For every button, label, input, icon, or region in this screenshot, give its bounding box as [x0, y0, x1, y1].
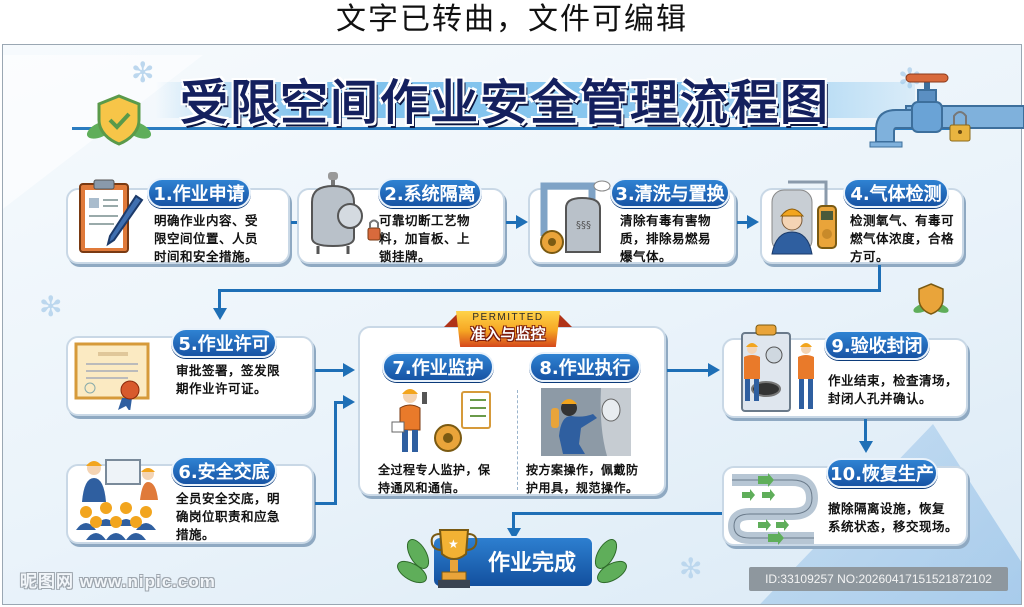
image-id-label: ID:33109257 NO:20260417151521872102 [749, 567, 1008, 591]
clipboard-pen-icon [79, 179, 144, 253]
arrow-2-3 [506, 221, 520, 224]
worker-respirator-icon [541, 388, 631, 456]
step-10-desc-line: 撤除隔离设施，恢复 [828, 501, 946, 516]
safety-badge-icon [913, 283, 949, 315]
step-5-desc-line: 期作业许可证。 [176, 381, 268, 396]
connector-4-5 [218, 289, 881, 292]
step-10-title: 10.恢复生产 [826, 458, 938, 488]
arrow-head [859, 441, 873, 453]
step-6-desc-line: 确岗位职责和应急 [176, 509, 281, 524]
step-4-desc-line: 燃气体浓度，合格 [850, 231, 955, 246]
step-9-title: 9.验收封闭 [824, 330, 930, 360]
step-7-desc-line: 持通风和通信。 [378, 481, 466, 495]
step-7-desc-line: 全过程专人监护，保 [378, 463, 491, 477]
svg-text:§§§: §§§ [576, 220, 591, 231]
manhole-inspection-icon [741, 324, 814, 412]
step-5-desc-line: 审批签署，签发限 [176, 363, 281, 378]
tank-padlock-icon [311, 172, 381, 254]
permitted-banner: PERMITTED 准入与监控 [456, 311, 560, 347]
step-3-desc-line: 清除有毒有害物 [620, 213, 712, 228]
connector-center-9 [667, 369, 711, 372]
step-2-desc-line: 锁挂牌。 [379, 249, 432, 264]
snowflake-icon: ✻ [131, 56, 155, 89]
arrow-head [213, 308, 227, 320]
step-6-desc-line: 全员安全交底，明 [176, 491, 281, 506]
step-10-desc-line: 系统状态，移交现场。 [828, 519, 959, 534]
step-9-desc-line: 作业结束，检查清场， [828, 373, 959, 388]
permitted-banner-cn: 准入与监控 [470, 325, 546, 343]
watermark-top-text: 文字已转曲，文件可编辑 [336, 2, 688, 37]
title-band [155, 82, 915, 118]
connector-9-10 [864, 419, 867, 443]
permitted-banner-en: PERMITTED [472, 312, 544, 323]
step-4-desc-line: 方可。 [850, 249, 890, 264]
snowflake-icon: ✻ [679, 552, 703, 585]
safety-briefing-icon [76, 459, 158, 540]
step-7-title: 7.作业监护 [382, 352, 494, 382]
step-1-desc-line: 限空间位置、人员 [154, 231, 259, 246]
group-divider [517, 390, 518, 490]
step-5-title: 5.作业许可 [171, 328, 277, 358]
step-8-desc-line: 护用具，规范操作。 [526, 481, 639, 495]
connector-6-center [334, 401, 337, 505]
gas-detector-worker-icon [771, 180, 837, 255]
connector-4-5 [218, 289, 221, 311]
trophy-icon: ★ [430, 529, 478, 588]
step-6-desc-line: 措施。 [176, 527, 216, 542]
snowflake-icon: ✻ [39, 290, 63, 323]
nipic-watermark-logo: 昵图网 www.nipic.com [20, 572, 216, 591]
arrow-3-4 [737, 221, 751, 224]
step-6-title: 6.安全交底 [171, 456, 277, 486]
connector-5-center [315, 369, 345, 372]
title-underline [72, 127, 952, 130]
step-8-desc-line: 按方案操作，佩戴防 [526, 463, 639, 477]
banner-wing [558, 313, 572, 327]
connector-4-5 [878, 265, 881, 291]
shield-check-icon [86, 94, 152, 146]
step-1-title: 1.作业申请 [147, 178, 251, 208]
connector-10-done [512, 512, 722, 515]
step-1-desc-line: 明确作业内容、受 [154, 213, 259, 228]
step-8-title: 8.作业执行 [529, 352, 641, 382]
arrow-head [747, 215, 759, 229]
step-2-desc-line: 可靠切断工艺物 [379, 213, 471, 228]
step-3-desc-line: 爆气体。 [620, 249, 673, 264]
pump-tank-icon: §§§ [540, 180, 611, 254]
arrow-head [708, 363, 720, 377]
arrow-head [516, 215, 528, 229]
pipes-flow-icon [728, 473, 819, 545]
supervisor-fan-icon [391, 389, 491, 452]
connector-6-center [315, 502, 337, 505]
step-9-desc-line: 封闭人孔并确认。 [828, 391, 933, 406]
certificate-icon [74, 342, 150, 410]
step-1-desc-line: 时间和安全措施。 [154, 249, 259, 264]
valve-padlock-icon [869, 73, 1024, 148]
leaf-left-icon [397, 539, 430, 584]
page-title: 受限空间作业安全管理流程图 [180, 75, 831, 131]
step-3-title: 3.清洗与置换 [610, 178, 730, 208]
step-2-desc-line: 料，加盲板、上 [379, 231, 471, 246]
step-4-title: 4.气体检测 [843, 178, 949, 208]
step-4-desc-line: 检测氧气、有毒可 [850, 213, 955, 228]
arrow-head [343, 395, 355, 409]
step-7-desc: 全过程专人监护，保 持通风和通信。 [378, 461, 491, 497]
step-8-desc: 按方案操作，佩戴防 护用具，规范操作。 [526, 461, 639, 497]
step-2-title: 2.系统隔离 [378, 178, 482, 208]
banner-wing [444, 313, 458, 327]
connector-10-done [512, 512, 515, 530]
connector-6-center [334, 401, 346, 404]
svg-text:★: ★ [448, 537, 459, 551]
arrow-head [343, 363, 355, 377]
leaf-right-icon [594, 539, 627, 584]
step-3-desc-line: 质，排除易燃易 [620, 231, 712, 246]
